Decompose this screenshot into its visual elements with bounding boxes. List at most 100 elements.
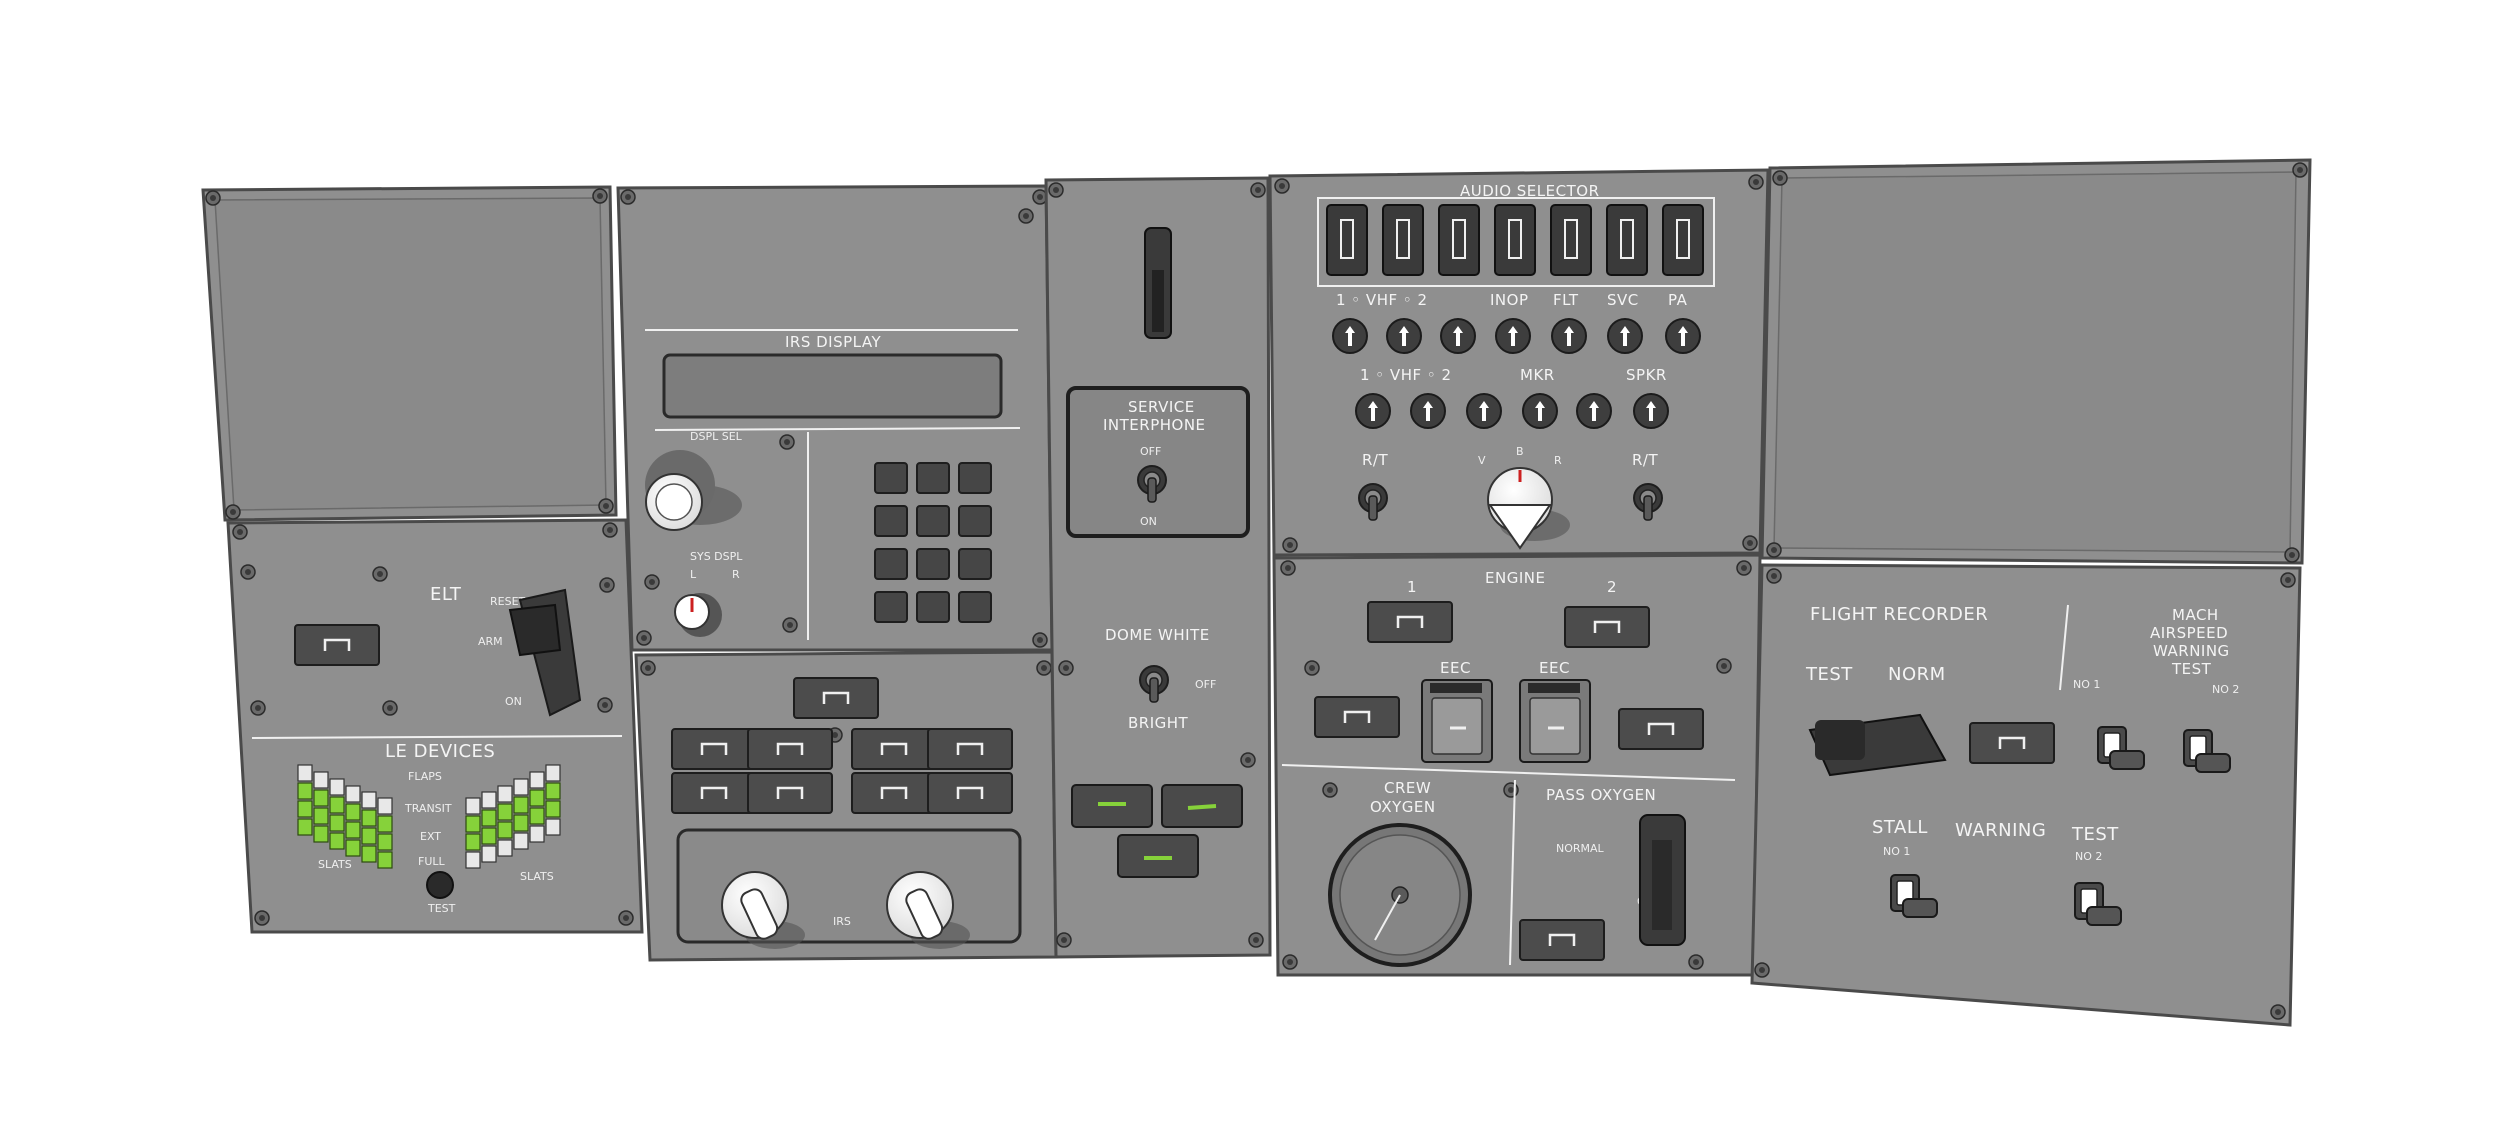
irs-key-4[interactable]	[874, 505, 908, 537]
crew-oxygen-title-2: OXYGEN	[1370, 798, 1436, 816]
irs-l-label: L	[690, 568, 697, 581]
irs-key-8[interactable]	[916, 548, 950, 580]
audio-adf-receive[interactable]	[1466, 393, 1502, 429]
audio-dme-receive[interactable]	[1576, 393, 1612, 429]
engine-2-lamp-button[interactable]	[1563, 605, 1651, 649]
blank-panel-right-top	[1760, 158, 2312, 565]
service-dome-panel: SERVICE INTERPHONE OFF ON DOME WHITE OFF…	[1044, 176, 1272, 959]
irs-key-clr[interactable]	[874, 591, 908, 623]
transmit-vhf1-button[interactable]	[1326, 204, 1368, 276]
engine-oxygen-panel: ENGINE 1 2 EEC EEC CREW OXYGEN	[1272, 553, 1762, 977]
irs-gps-button[interactable]	[792, 676, 880, 720]
irs-dc-fail-left-button[interactable]	[746, 771, 834, 815]
audio-mkr-receive[interactable]	[1522, 393, 1558, 429]
irs-sys-dspl-knob[interactable]	[674, 593, 722, 637]
audio-nav1-receive[interactable]	[1355, 393, 1391, 429]
engine-1-alt-button[interactable]	[1313, 695, 1401, 739]
mach-warning-line2: AIRSPEED	[2150, 624, 2228, 642]
mach-warning-no1-label: NO 1	[2073, 678, 2100, 691]
irs-key-7[interactable]	[874, 548, 908, 580]
audio-rt-left-label: R/T	[1362, 451, 1388, 469]
pass-oxygen-normal-label: NORMAL	[1556, 842, 1605, 855]
pass-oxygen-guarded-switch[interactable]	[1639, 814, 1686, 946]
transmit-vhf2-button[interactable]	[1382, 204, 1424, 276]
elt-title: ELT	[430, 584, 462, 605]
irs-dc-fail-right-button[interactable]	[926, 771, 1014, 815]
flight-recorder-test-switch[interactable]	[1808, 713, 1947, 777]
irs-on-dc-left-button[interactable]	[746, 727, 834, 771]
elt-rocker-switch[interactable]	[508, 588, 582, 717]
irs-align-left-button[interactable]	[670, 727, 758, 771]
service-interphone-title-1: SERVICE	[1128, 398, 1195, 416]
audio-nav2-receive[interactable]	[1410, 393, 1446, 429]
transmit-flt-button[interactable]	[1494, 204, 1536, 276]
audio-vhf1-receive[interactable]	[1332, 318, 1368, 354]
engine-1-lamp-button[interactable]	[1366, 600, 1454, 644]
irs-key-5[interactable]	[916, 505, 950, 537]
audio-filter-knob[interactable]	[1487, 467, 1570, 550]
irs-key-3[interactable]	[958, 462, 992, 494]
pass-oxygen-title: PASS OXYGEN	[1546, 786, 1656, 804]
annunciator-light-3[interactable]	[1117, 834, 1199, 878]
annunciator-light-1[interactable]	[1071, 784, 1153, 828]
audio-vhf2-receive[interactable]	[1386, 318, 1422, 354]
le-devices-test-label: TEST	[427, 902, 456, 915]
audio-row1-pa-label: PA	[1668, 291, 1688, 309]
engine-eec-left-label: EEC	[1440, 659, 1471, 677]
transmit-spare-button[interactable]	[1662, 204, 1704, 276]
irs-key-0[interactable]	[916, 591, 950, 623]
irs-mode-label: IRS	[833, 915, 851, 928]
irs-key-2[interactable]	[916, 462, 950, 494]
audio-rt-right-label: R/T	[1632, 451, 1658, 469]
audio-inop-receive[interactable]	[1495, 318, 1531, 354]
le-transit-label: TRANSIT	[404, 802, 452, 815]
irs-dspl-sel-knob[interactable]	[645, 450, 742, 531]
irs-align-right-button[interactable]	[850, 727, 938, 771]
engine-1-label: 1	[1407, 578, 1417, 596]
irs-key-1[interactable]	[874, 462, 908, 494]
audio-row1-flt-label: FLT	[1553, 291, 1579, 309]
transmit-pa-button[interactable]	[1606, 204, 1648, 276]
audio-row1-svc-label: SVC	[1607, 291, 1639, 309]
engine-2-label: 2	[1607, 578, 1617, 596]
le-devices-left-annunciators	[297, 764, 393, 869]
irs-key-9[interactable]	[958, 548, 992, 580]
annunciator-light-2[interactable]	[1161, 784, 1243, 828]
overhead-light-rheostat[interactable]	[1144, 227, 1172, 339]
engine-eec-right-guarded-switch[interactable]	[1519, 679, 1591, 763]
audio-pa-receive[interactable]	[1665, 318, 1701, 354]
irs-fault-right-button[interactable]	[850, 771, 938, 815]
stall-no1-label: NO 1	[1883, 845, 1910, 858]
audio-selector-panel: AUDIO SELECTOR 1 ◦ VHF ◦ 2	[1268, 168, 1770, 557]
irs-left-mode-knob[interactable]	[721, 871, 805, 949]
audio-ib-v-label: V	[1478, 454, 1486, 467]
irs-key-6[interactable]	[958, 505, 992, 537]
flight-recorder-off-lamp[interactable]	[1968, 721, 2056, 765]
dome-white-off-label: OFF	[1195, 678, 1216, 691]
audio-ib-r-label: R	[1554, 454, 1562, 467]
irs-on-dc-right-button[interactable]	[926, 727, 1014, 771]
irs-display-window	[662, 353, 1003, 419]
engine-2-alt-button[interactable]	[1617, 707, 1705, 751]
irs-right-mode-knob[interactable]	[886, 871, 970, 949]
irs-r-label: R	[732, 568, 740, 581]
audio-flt-receive[interactable]	[1551, 318, 1587, 354]
le-full-label: FULL	[418, 855, 446, 868]
flight-recorder-test-label: TEST	[1805, 664, 1853, 685]
engine-eec-left-guarded-switch[interactable]	[1421, 679, 1493, 763]
pass-oxygen-lamp-button[interactable]	[1518, 918, 1606, 962]
transmit-svc-button[interactable]	[1550, 204, 1592, 276]
audio-vhf3-receive[interactable]	[1440, 318, 1476, 354]
elt-indicator-button[interactable]	[293, 623, 381, 667]
flight-recorder-norm-label: NORM	[1888, 664, 1946, 685]
audio-spkr-receive[interactable]	[1633, 393, 1669, 429]
transmit-inop-button[interactable]	[1438, 204, 1480, 276]
le-devices-title: LE DEVICES	[385, 741, 495, 762]
audio-svc-receive[interactable]	[1607, 318, 1643, 354]
flight-recorder-title: FLIGHT RECORDER	[1810, 604, 1988, 625]
irs-fault-left-button[interactable]	[670, 771, 758, 815]
stall-label: STALL	[1872, 817, 1928, 838]
irs-key-ent[interactable]	[958, 591, 992, 623]
le-devices-test-button[interactable]	[426, 871, 454, 899]
